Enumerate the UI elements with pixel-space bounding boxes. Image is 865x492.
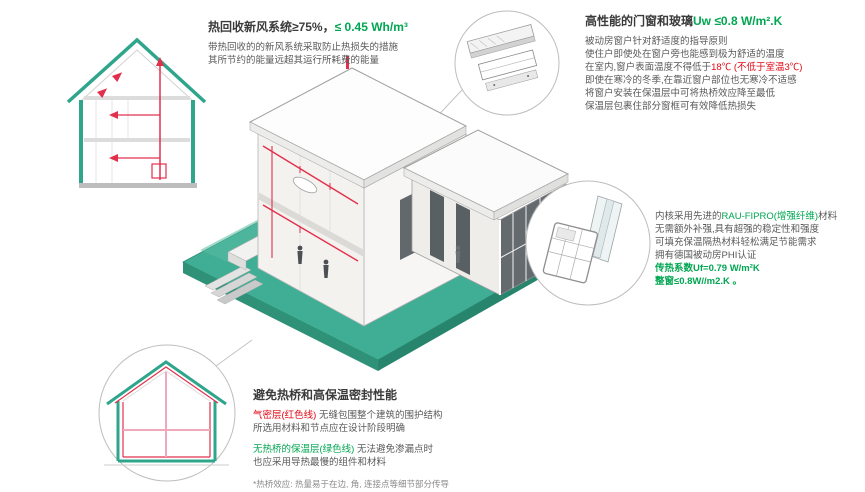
thermal-line-1: 气密层(红色线) 无缝包围整个建筑的围护结构: [253, 409, 573, 422]
house-duct-lines: [262, 145, 359, 262]
u-value-window: 整窗≤0.8W//m2.K 。: [655, 276, 743, 287]
person-figure: [297, 245, 303, 264]
roof-vent-stack: [346, 56, 349, 69]
thermal-footnote: *热桥效应: 热量易于在边, 角, 连接点等细节部分传导: [253, 479, 449, 489]
person-figure: [323, 259, 329, 278]
window-install-callout: [454, 10, 560, 116]
thermal-title: 避免热桥和高保温密封性能: [253, 388, 398, 402]
windows-line-3-text: 在室内,窗户表面温度不得低于: [585, 62, 712, 73]
profile-line-2: 无需额外补强,具有超强的稳定性和强度: [655, 224, 820, 235]
windows-line-1: 被动房窗户针对舒适度的指导原则: [585, 36, 728, 47]
window-profile-callout: [525, 180, 651, 306]
windows-title-text: 高性能的门窗和玻璃: [585, 14, 694, 28]
windows-line-5: 将窗户安装在保温层中可将热桥效应降至最低: [585, 88, 776, 99]
stairs: [204, 265, 264, 305]
profile-line-1: 内核采用先进的RAU-FIPRO(增强纤维)材料: [655, 210, 865, 223]
heat-recovery-block: 热回收新风系统≥75%，≤ 0.45 Wh/m³ 带热回收的的新风系统采取防止热…: [208, 18, 448, 67]
profile-line-1-post: 材料: [818, 211, 838, 222]
thermal-line-3: 无热桥的保温层(绿色线) 无法避免渗漏点时: [253, 443, 573, 456]
envelope-section-callout: [98, 344, 236, 482]
profile-line-3: 可填充保温隔热材料轻松满足节能需求: [655, 237, 817, 248]
thermal-line-3-rest: 无法避免渗漏点时: [354, 444, 433, 455]
thermal-block: 避免热桥和高保温密封性能 气密层(红色线) 无缝包围整个建筑的围护结构 所选用材…: [253, 386, 573, 491]
profile-line-1-pre: 内核采用先进的: [655, 211, 722, 222]
isometric-house-illustration: [182, 56, 570, 371]
duct-lines: [97, 57, 167, 180]
heat-recovery-title-value: ≤ 0.45 Wh/m³: [334, 20, 408, 34]
windows-block: 高性能的门窗和玻璃Uw ≤0.8 W/m².K 被动房窗户针对舒适度的指导原则 …: [585, 12, 863, 113]
airtight-layer-label: 气密层(红色线): [253, 410, 317, 421]
profile-line-1-material: RAU-FIPRO(增强纤维): [721, 211, 819, 222]
profile-block: 内核采用先进的RAU-FIPRO(增强纤维)材料 无需额外补强,具有超强的稳定性…: [655, 210, 865, 288]
windows-title: 高性能的门窗和玻璃Uw ≤0.8 W/m².K: [585, 12, 863, 29]
windows-line-6: 保温层包裹住部分窗框可有效降低热损失: [585, 101, 757, 112]
thermal-line-1-rest: 无缝包围整个建筑的围护结构: [316, 410, 443, 421]
heat-recovery-line-2: 其所节约的能量远超其运行所耗费的能量: [208, 55, 380, 66]
person-figure: [455, 245, 461, 263]
windows-line-3-value: 18℃ (不低于室温3℃): [711, 62, 803, 73]
windows-title-value: Uw ≤0.8 W/m².K: [693, 14, 783, 28]
bathtub: [292, 176, 318, 194]
u-value-frame: 传热系数Uf=0.79 W/m²K: [655, 263, 760, 274]
ventilation-section-illustration: [66, 37, 207, 188]
profile-line-4: 拥有德国被动房PHI认证: [655, 250, 757, 261]
insulation-layer-label: 无热桥的保温层(绿色线): [253, 444, 355, 455]
heat-recovery-line-1: 带热回收的的新风系统采取防止热损失的措施: [208, 42, 399, 53]
windows-line-2: 使住户即使处在窗户旁也能感到极为舒适的温度: [585, 49, 785, 60]
heat-recovery-title-text: 热回收新风系统≥75%，: [208, 20, 335, 34]
heat-recovery-title: 热回收新风系统≥75%，≤ 0.45 Wh/m³: [208, 18, 448, 35]
thermal-line-4: 也应采用导热最慢的组件和材料: [253, 457, 387, 468]
thermal-line-2: 所选用材料和节点应在设计阶段明确: [253, 423, 406, 434]
windows-line-3: 在室内,窗户表面温度不得低于18℃ (不低于室温3℃): [585, 61, 863, 74]
windows-line-4: 即使在寒冷的冬季,在靠近窗户部位也无寒冷不适感: [585, 75, 797, 86]
